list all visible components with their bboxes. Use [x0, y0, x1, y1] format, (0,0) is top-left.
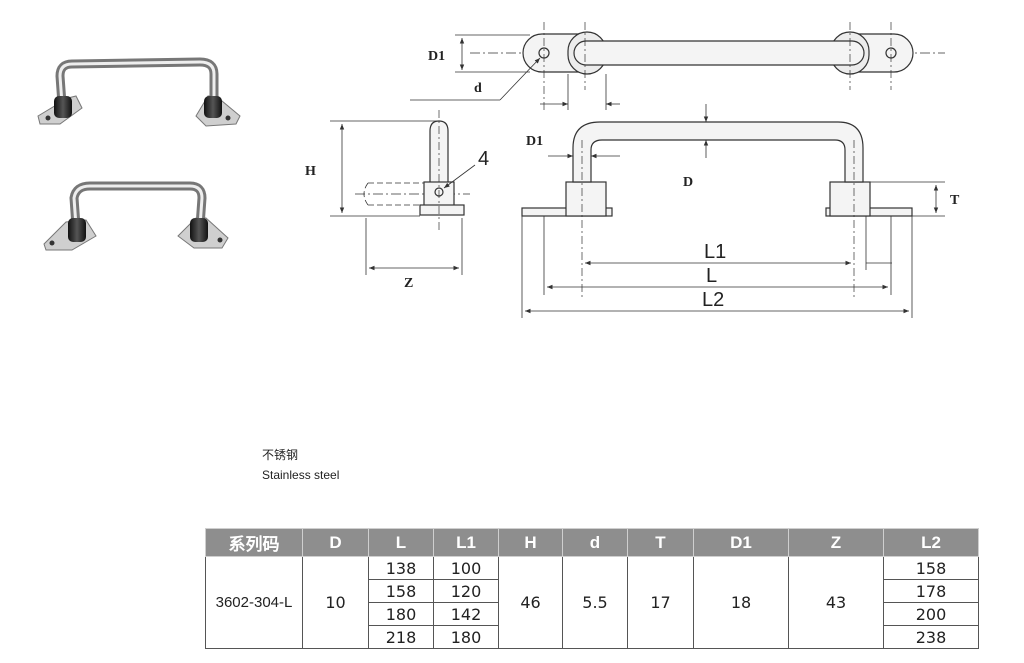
header-d: D	[302, 528, 369, 557]
label-4: 4	[478, 148, 489, 170]
label-t: T	[950, 193, 960, 208]
cell-z: 43	[788, 556, 884, 649]
material-chinese: 不锈钢	[262, 448, 299, 462]
cell-small-d: 5.5	[562, 556, 628, 649]
front-view-dims	[521, 104, 945, 318]
front-view	[521, 121, 913, 300]
table-row: 3602-304-L 10 138 100 46 5.5 17 18 43 15…	[205, 556, 979, 649]
header-l2: L2	[883, 528, 979, 557]
cell-l1: 100	[433, 556, 499, 580]
side-view	[330, 110, 476, 275]
header-t: T	[627, 528, 694, 557]
cell-l1: 142	[433, 602, 499, 626]
material-english: Stainless steel	[262, 468, 340, 482]
label-z: Z	[404, 276, 413, 291]
cell-l2: 238	[883, 625, 979, 649]
label-big-d: D	[683, 175, 693, 190]
cell-l: 180	[368, 602, 434, 626]
label-d1-front: D1	[526, 134, 543, 149]
cell-l2: 158	[883, 556, 979, 580]
header-z: Z	[788, 528, 884, 557]
cell-l1: 120	[433, 579, 499, 603]
cell-l: 138	[368, 556, 434, 580]
spec-table: 系列码 D L L1 H d T D1 Z L2 3602-304-L 10 1…	[205, 528, 979, 649]
header-series-code: 系列码	[205, 528, 303, 557]
cell-l1: 180	[433, 625, 499, 649]
top-view-dims	[410, 34, 620, 110]
handle-photo-1	[37, 57, 241, 127]
cell-l2: 200	[883, 602, 979, 626]
cell-series-code: 3602-304-L	[205, 556, 303, 649]
header-small-d: d	[562, 528, 628, 557]
header-l1: L1	[433, 528, 499, 557]
header-h: H	[498, 528, 563, 557]
table-row: 218 180 238	[206, 625, 979, 649]
cell-h: 46	[498, 556, 563, 649]
cell-d: 10	[302, 556, 369, 649]
cell-l2: 178	[883, 579, 979, 603]
top-view	[470, 22, 945, 110]
label-h: H	[305, 164, 316, 179]
label-l2: L2	[702, 289, 724, 311]
handle-photo-2	[43, 181, 229, 251]
label-l: L	[706, 265, 717, 287]
cell-l: 158	[368, 579, 434, 603]
label-l1: L1	[704, 241, 726, 263]
header-d1: D1	[693, 528, 789, 557]
cell-l: 218	[368, 625, 434, 649]
cell-d1: 18	[693, 556, 789, 649]
header-l: L	[368, 528, 434, 557]
table-header-row: 系列码 D L L1 H d T D1 Z L2	[205, 528, 979, 557]
label-d: d	[474, 81, 482, 96]
cell-t: 17	[627, 556, 694, 649]
label-d1-top: D1	[428, 49, 445, 64]
